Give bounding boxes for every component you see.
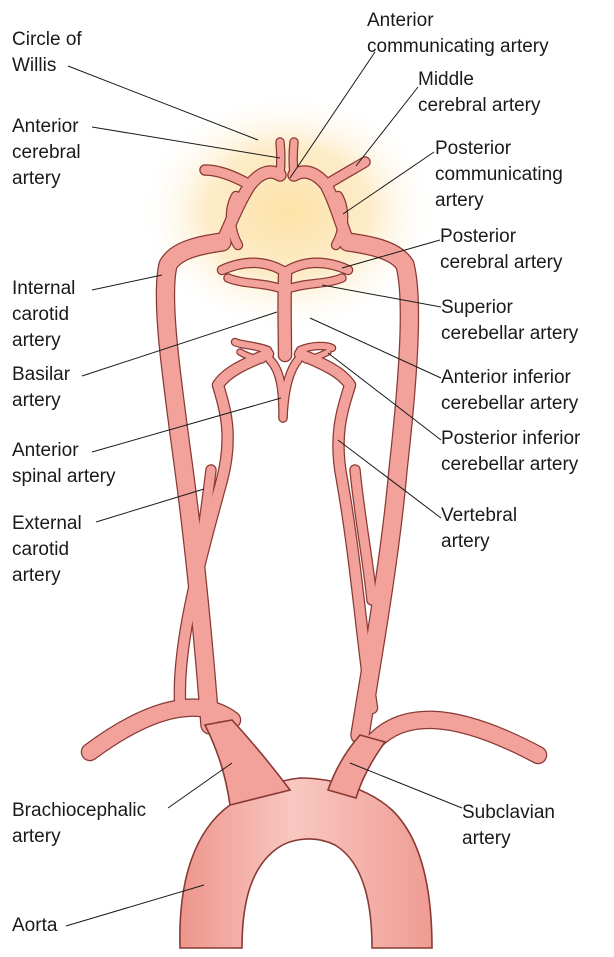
aica-left-artery [297,342,335,353]
subclavian-right-arm-artery [82,699,240,760]
leader-internal-carotid [91,274,163,291]
aortic-arch [179,777,433,949]
leader-anterior-inferior-cerebellar [309,317,442,379]
internal-carotid-right-side-artery [156,233,231,734]
circle-of-willis-highlight [138,92,438,332]
leader-anterior-cerebral [91,126,281,159]
pica-left-artery [303,349,331,363]
anterior-cerebral-left-artery [289,138,298,179]
label-aorta: Aorta [12,915,58,936]
leader-anterior-communicating [289,51,376,179]
leader-vertebral [337,439,442,519]
leader-brachiocephalic [167,762,233,809]
anterior-cerebral-right-artery [276,138,285,179]
leader-anterior-spinal [91,397,282,453]
leader-posterior-communicating [342,151,435,215]
middle-cerebral-right-artery [200,165,255,190]
leader-basilar [81,311,278,377]
posterior-cerebral-right-artery [218,258,289,276]
vertebral-right-side-artery [174,349,273,705]
superior-cerebellar-right-artery [224,274,289,294]
leader-posterior-cerebral [341,239,441,269]
leader-middle-cerebral [355,86,419,167]
vertebral-left-side-artery [295,349,377,713]
middle-cerebral-left-artery [321,157,370,190]
anterior-spinal-branch-artery [279,356,302,422]
leader-superior-cerebellar [321,284,442,308]
leader-aorta [65,884,205,927]
aica-right-artery [232,339,271,353]
external-carotid-left-side-artery [350,465,377,605]
subclavian-left-arm-artery [364,711,546,763]
leader-subclavian [349,762,463,809]
leader-posterior-inferior-cerebellar [327,352,442,441]
internal-carotid-left-side-artery [339,233,418,744]
superior-cerebellar-left-artery [281,274,346,294]
pica-right-artery [237,349,265,363]
subclavian-base [326,734,387,799]
brachiocephalic-trunk [203,719,292,806]
leader-circle-of-willis [67,65,259,141]
leader-external-carotid [95,488,205,523]
